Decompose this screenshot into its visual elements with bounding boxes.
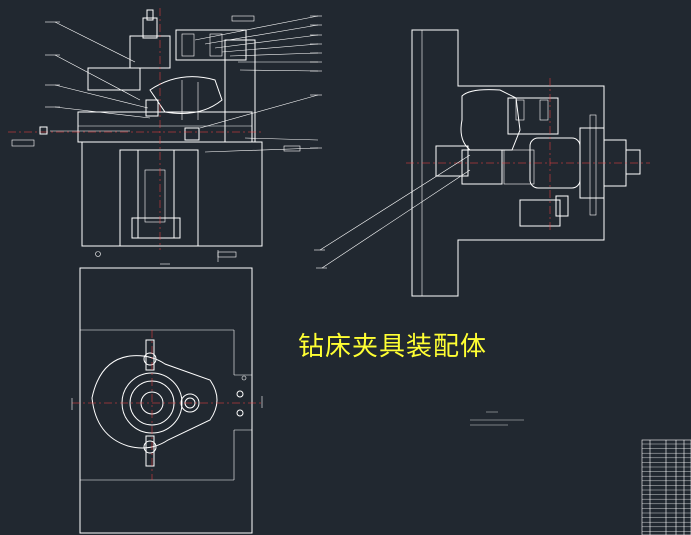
base-plate-outline <box>79 267 253 534</box>
fixture-body-outline <box>411 29 605 297</box>
front-section-view <box>8 8 322 265</box>
side-hub <box>435 145 469 177</box>
left-callout-leaders <box>45 21 151 132</box>
section-marker <box>39 126 48 135</box>
top-workpiece <box>91 355 218 449</box>
spindle-shaft <box>137 149 175 239</box>
base-section <box>81 141 263 247</box>
right-column <box>224 39 256 143</box>
technical-requirements-note <box>470 411 524 426</box>
clamp-plate <box>77 111 253 143</box>
drill-guide-block <box>129 35 171 69</box>
drill-bushing <box>142 17 158 39</box>
side-section-view <box>314 29 650 297</box>
top-fixture-arm <box>175 29 247 61</box>
side-workpiece <box>460 89 521 151</box>
shaft-key <box>144 169 166 223</box>
top-view <box>71 267 263 534</box>
parts-list-table <box>641 439 691 535</box>
workpiece <box>149 76 223 114</box>
support-plate <box>87 67 141 91</box>
parts-list-rows <box>642 443 691 532</box>
right-callout-leaders <box>194 15 322 153</box>
drawing-title: 钻床夹具装配体 <box>298 332 488 362</box>
